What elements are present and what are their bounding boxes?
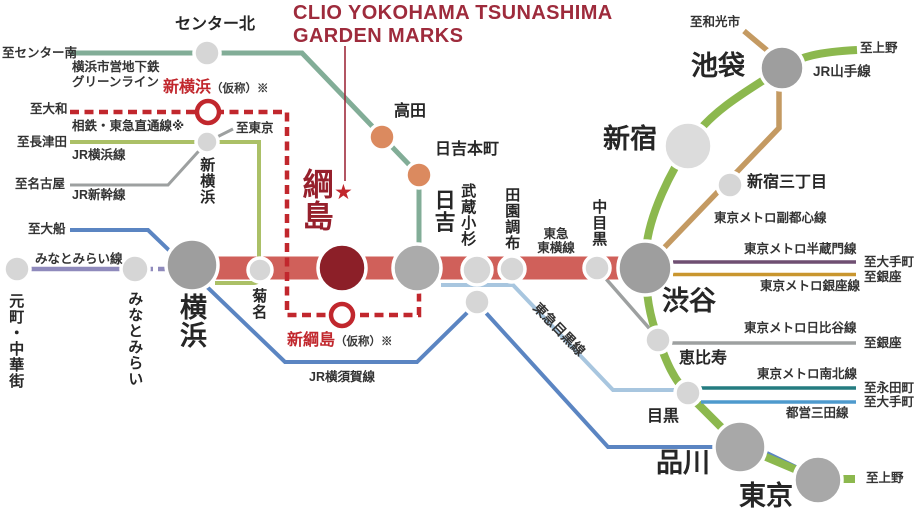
label-station-shin-yokohama-tentative: 新横浜（仮称）※ <box>163 79 269 97</box>
dest-ofuna: 至大船 <box>28 222 66 236</box>
station-marker-shibuya <box>616 239 674 297</box>
label-station-minatomirai: みなとみらい <box>126 291 143 387</box>
toyoko-name-line2: 東横線 <box>537 240 575 255</box>
label-station-denenchofu: 田園調布 <box>503 187 520 251</box>
station-marker-motomachi-chukagai <box>2 254 32 284</box>
shin-tsunashima-name: 新綱島 <box>287 332 336 349</box>
station-marker-shinjuku <box>662 120 714 172</box>
dest-otemachi-hanzomon: 至大手町 <box>864 255 915 269</box>
label-station-hiyoshi: 日吉 <box>432 189 457 233</box>
label-station-ikebukuro: 池袋 <box>691 51 745 81</box>
station-marker-denenchofu <box>497 254 527 284</box>
label-station-tsunashima: 綱島 <box>297 168 333 232</box>
line-name-fukutoshin: 東京メトロ副都心線 <box>714 211 827 225</box>
line-name-mita: 都営三田線 <box>786 406 849 420</box>
dest-nagatacho: 至永田町 <box>864 381 915 395</box>
line-name-jr-yokosuka: JR横須賀線 <box>309 370 375 384</box>
dest-center-minami: 至センター南 <box>2 46 78 60</box>
line-name-jr-yokohama: JR横浜線 <box>72 148 126 162</box>
label-station-shinagawa: 品川 <box>656 448 710 478</box>
label-station-tokyo: 東京 <box>739 481 793 510</box>
line-name-municipal-subway: 横浜市営地下鉄 <box>72 60 160 74</box>
line-name-minatomirai: みなとみらい線 <box>35 252 123 266</box>
dest-nagatsuta: 至長津田 <box>17 135 68 149</box>
toyoko-name-line1: 東急 <box>543 227 569 241</box>
dest-yamato: 至大和 <box>30 102 68 116</box>
label-station-shinjuku: 新宿 <box>603 124 657 154</box>
station-marker-shinagawa <box>712 419 768 475</box>
dest-nagoya: 至名古屋 <box>15 177 66 191</box>
line-name-hibiya: 東京メトロ日比谷線 <box>744 321 857 335</box>
dest-otemachi-mita: 至大手町 <box>864 395 915 409</box>
station-marker-tsunashima <box>316 242 368 294</box>
label-station-ebisu: 恵比寿 <box>679 350 728 367</box>
label-station-shibuya: 渋谷 <box>662 286 716 316</box>
shinkansen-line-path <box>70 127 234 187</box>
sotetsu-tokyu-dashed-path <box>70 109 422 318</box>
tentative-suffix: （仮称）※ <box>211 83 269 95</box>
label-station-meguro: 目黒 <box>647 408 680 425</box>
label-station-naka-meguro: 中目黒 <box>590 199 607 247</box>
line-name-jr-yamanote: JR山手線 <box>813 64 871 79</box>
dest-wakoshi: 至和光市 <box>690 15 741 29</box>
station-marker-hiyoshi <box>391 242 443 294</box>
line-name-jr-shinkansen: JR新幹線 <box>72 188 126 202</box>
star-icon: ★ <box>334 180 353 204</box>
station-marker-shin-yokohama-tentative <box>194 98 222 126</box>
station-marker-takata <box>367 122 397 152</box>
line-name-toyoko: 東急 東横線 <box>527 227 585 256</box>
station-marker-musashi-kosugi-upper <box>460 253 494 287</box>
label-station-motomachi-chukagai: 元町・中華街 <box>7 293 24 389</box>
label-station-shinjuku-sanchome: 新宿三丁目 <box>747 174 828 191</box>
station-marker-yokohama <box>164 237 220 293</box>
label-station-hiyoshi-honcho: 日吉本町 <box>435 141 500 158</box>
shin-yokohama-tentative-name: 新横浜 <box>163 79 212 96</box>
station-marker-center-kita <box>192 38 222 68</box>
tentative-suffix-2: （仮称）※ <box>335 336 393 348</box>
line-name-sotetsu-tokyu: 相鉄・東急直通線※ <box>72 119 185 133</box>
station-marker-ikebukuro <box>758 44 806 92</box>
station-marker-kikuna <box>246 256 274 284</box>
label-station-shin-yokohama: 新横浜 <box>198 157 215 205</box>
line-name-green-line: グリーンライン <box>72 75 159 89</box>
line-name-namboku: 東京メトロ南北線 <box>757 367 858 381</box>
hibiya-line-path <box>598 270 856 345</box>
dest-ginza-hibiya-line: 至銀座 <box>864 336 902 350</box>
label-station-yokohama: 横浜 <box>176 293 207 349</box>
station-marker-meguro <box>673 378 703 408</box>
label-station-musashi-kosugi: 武蔵小杉 <box>459 183 476 247</box>
station-marker-musashi-kosugi-lower <box>462 287 492 317</box>
dest-ueno-bottom: 至上野 <box>866 471 904 485</box>
green-line-path <box>70 50 422 244</box>
project-title-line1: CLIO YOKOHAMA TSUNASHIMA <box>293 2 613 24</box>
station-marker-hiyoshi-honcho <box>404 160 434 190</box>
station-marker-minatomirai <box>119 253 151 285</box>
station-marker-shinjuku-sanchome <box>715 170 745 200</box>
label-station-center-kita: センター北 <box>175 16 256 33</box>
label-station-kikuna: 菊名 <box>250 288 267 320</box>
dest-ueno-top: 至上野 <box>860 41 898 55</box>
station-marker-shin-tsunashima-tentative <box>328 301 356 329</box>
station-marker-tokyo <box>792 454 844 506</box>
label-station-shin-tsunashima-tentative: 新綱島（仮称）※ <box>287 332 393 350</box>
line-name-hanzomon: 東京メトロ半蔵門線 <box>744 242 857 256</box>
station-marker-naka-meguro <box>582 253 612 283</box>
station-marker-ebisu <box>643 325 673 355</box>
dest-tokyo-shinkansen: 至東京 <box>236 121 274 135</box>
dest-ginza-ginza-line: 至銀座 <box>864 270 902 284</box>
project-title-line2: GARDEN MARKS <box>293 25 464 47</box>
line-name-ginza: 東京メトロ銀座線 <box>760 279 861 293</box>
label-station-takata: 高田 <box>394 103 427 120</box>
station-marker-shin-yokohama <box>194 129 220 155</box>
